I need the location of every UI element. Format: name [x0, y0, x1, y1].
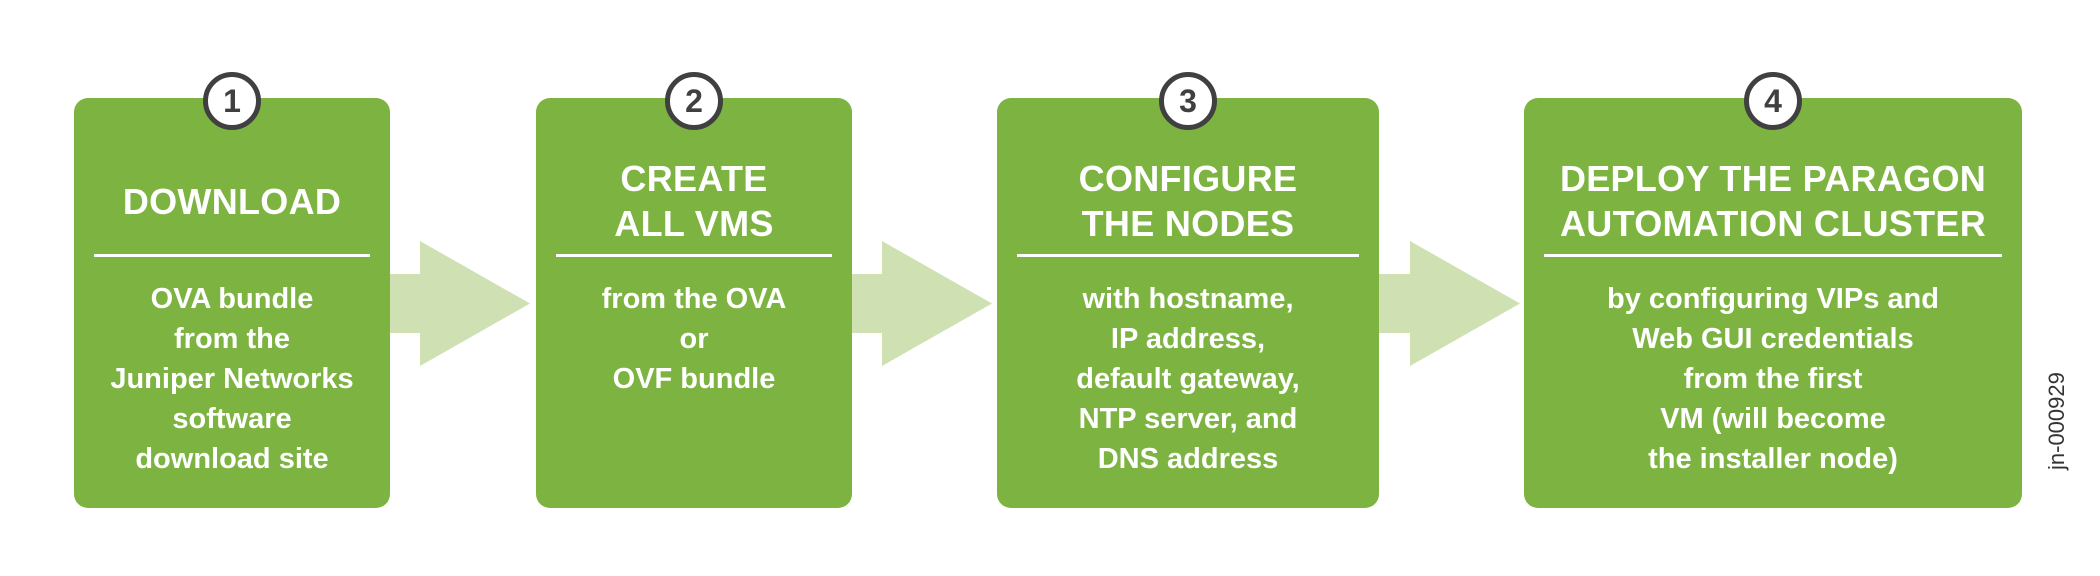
divider: [556, 254, 832, 257]
step-title: DEPLOY THE PARAGON AUTOMATION CLUSTER: [1559, 158, 1987, 244]
step-title: CONFIGURE THE NODES: [1078, 158, 1298, 244]
step-number-badge: 4: [1744, 72, 1802, 130]
step-description: with hostname, IP address, default gatew…: [1076, 283, 1300, 475]
divider: [1017, 254, 1359, 257]
step-number-badge: 3: [1159, 72, 1217, 130]
step-card-create-vms: 2 CREATE ALL VMS from the OVA or OVF bun…: [536, 72, 852, 508]
step-number-badge: 2: [665, 72, 723, 130]
step-number-badge: 1: [203, 72, 261, 130]
step-title: DOWNLOAD: [122, 180, 342, 222]
step-description: OVA bundle from the Juniper Networks sof…: [110, 283, 354, 475]
divider: [1544, 254, 2002, 257]
step-card-deploy-cluster: 4 DEPLOY THE PARAGON AUTOMATION CLUSTER …: [1524, 72, 2022, 508]
figure-id-label: jn-000929: [2044, 372, 2069, 470]
step-description: from the OVA or OVF bundle: [601, 283, 787, 395]
step-card-configure-nodes: 3 CONFIGURE THE NODES with hostname, IP …: [997, 72, 1379, 508]
step-description: by configuring VIPs and Web GUI credenti…: [1607, 283, 1939, 475]
step-card-download: 1 DOWNLOAD OVA bundle from the Juniper N…: [74, 72, 390, 508]
step-title: CREATE ALL VMS: [614, 158, 774, 244]
divider: [94, 254, 370, 257]
